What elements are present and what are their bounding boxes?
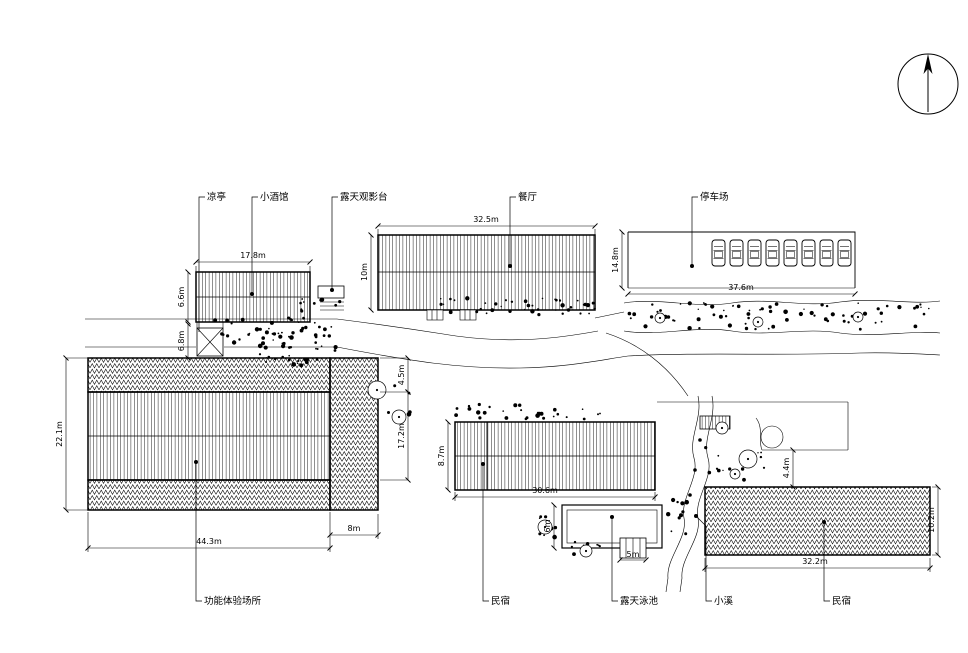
svg-text:10m: 10m bbox=[360, 263, 369, 281]
svg-text:6m: 6m bbox=[543, 519, 552, 532]
label-viewing-deck: 露天观影台 bbox=[340, 191, 388, 203]
pool-steps bbox=[619, 537, 647, 559]
parked-cars bbox=[711, 239, 852, 267]
dim-function-width: 44.3m bbox=[85, 537, 333, 551]
tavern-building bbox=[195, 271, 311, 323]
dim-terrace-gap: 4.4m bbox=[782, 447, 796, 490]
svg-text:17.8m: 17.8m bbox=[240, 251, 266, 260]
callout-homestay-left: 民宿 bbox=[481, 462, 510, 607]
svg-text:44.3m: 44.3m bbox=[196, 537, 222, 546]
svg-text:8.7m: 8.7m bbox=[437, 446, 446, 467]
svg-text:32.5m: 32.5m bbox=[473, 215, 499, 224]
svg-text:17.2m: 17.2m bbox=[397, 423, 406, 449]
dim-function-height: 22.1m bbox=[55, 355, 69, 513]
dim-pool-height: 6m bbox=[543, 502, 557, 551]
label-parking: 停车场 bbox=[700, 191, 729, 203]
svg-text:32.2m: 32.2m bbox=[802, 557, 828, 566]
homestay-right-building bbox=[704, 486, 931, 556]
dim-restaurant-width: 32.5m bbox=[375, 215, 598, 229]
label-homestay-right: 民宿 bbox=[832, 595, 851, 607]
dim-restaurant-height: 10m bbox=[360, 232, 374, 313]
dim-function-wing-height: 17.2m bbox=[397, 389, 411, 483]
dimensions: 17.8m 6.6m 6.8m 32.5m 10m 14.8m 37.6m 22… bbox=[55, 215, 941, 572]
label-restaurant: 餐厅 bbox=[518, 191, 538, 203]
svg-text:14.8m: 14.8m bbox=[611, 247, 620, 273]
parking-lot bbox=[627, 231, 856, 289]
homestay-left-building bbox=[454, 421, 656, 491]
dim-homestay-right-width: 32.2m bbox=[702, 557, 933, 571]
svg-text:4.4m: 4.4m bbox=[782, 458, 791, 479]
dim-parking-height: 14.8m bbox=[611, 229, 625, 291]
restaurant-steps bbox=[426, 309, 477, 321]
roads-and-contours bbox=[85, 300, 941, 397]
callout-parking: 停车场 bbox=[690, 191, 729, 268]
dim-homestay-left-width: 30.6m bbox=[452, 486, 658, 500]
label-pool: 露天泳池 bbox=[620, 595, 659, 607]
svg-text:37.6m: 37.6m bbox=[728, 283, 754, 292]
label-stream: 小溪 bbox=[714, 595, 734, 607]
svg-text:4.5m: 4.5m bbox=[397, 365, 406, 386]
svg-text:6.6m: 6.6m bbox=[177, 287, 186, 308]
label-function-area: 功能体验场所 bbox=[204, 595, 262, 607]
callout-restaurant: 餐厅 bbox=[508, 191, 538, 268]
restaurant-building bbox=[377, 234, 596, 321]
round-planter bbox=[760, 425, 784, 449]
dim-homestay-left-height: 8.7m bbox=[437, 419, 451, 493]
callout-labels: 凉亭 小酒馆 露天观影台 餐厅 停车场 功能体验场所 民宿 露天泳池 小溪 民宿 bbox=[194, 191, 851, 607]
callout-viewing-deck: 露天观影台 bbox=[330, 191, 388, 292]
callout-function-area: 功能体验场所 bbox=[194, 460, 262, 607]
svg-text:8m: 8m bbox=[348, 524, 361, 533]
dim-function-wing-width: 8m bbox=[327, 524, 381, 538]
label-homestay-left: 民宿 bbox=[491, 595, 510, 607]
svg-text:22.1m: 22.1m bbox=[55, 421, 64, 447]
north-arrowhead-icon bbox=[923, 54, 933, 74]
terrace-lines bbox=[657, 401, 849, 451]
dim-parking-width: 37.6m bbox=[625, 283, 858, 297]
north-arrow bbox=[897, 53, 959, 115]
label-pavilion: 凉亭 bbox=[207, 191, 226, 203]
dim-tavern-width: 17.8m bbox=[193, 251, 313, 265]
callout-stream: 小溪 bbox=[694, 514, 734, 607]
callout-pool: 露天泳池 bbox=[610, 515, 659, 607]
svg-text:30.6m: 30.6m bbox=[532, 486, 558, 495]
label-tavern: 小酒馆 bbox=[260, 191, 289, 203]
pavilion-structure bbox=[196, 322, 224, 357]
function-building bbox=[87, 357, 379, 511]
callout-tavern: 小酒馆 bbox=[250, 191, 289, 296]
callout-homestay-right: 民宿 bbox=[822, 520, 851, 607]
vegetation bbox=[213, 296, 930, 558]
viewing-deck bbox=[317, 285, 345, 311]
svg-text:10.2m: 10.2m bbox=[927, 507, 936, 533]
svg-text:5m: 5m bbox=[627, 550, 640, 559]
dim-pavilion-height: 6.8m bbox=[177, 321, 191, 361]
svg-text:6.8m: 6.8m bbox=[177, 331, 186, 352]
dim-pool-steps-width: 5m bbox=[617, 550, 649, 563]
dim-tavern-height: 6.6m bbox=[177, 269, 191, 325]
dim-homestay-right-height: 10.2m bbox=[927, 484, 941, 558]
callout-pavilion: 凉亭 bbox=[198, 191, 226, 332]
dim-function-wing-top: 4.5m bbox=[397, 355, 411, 395]
